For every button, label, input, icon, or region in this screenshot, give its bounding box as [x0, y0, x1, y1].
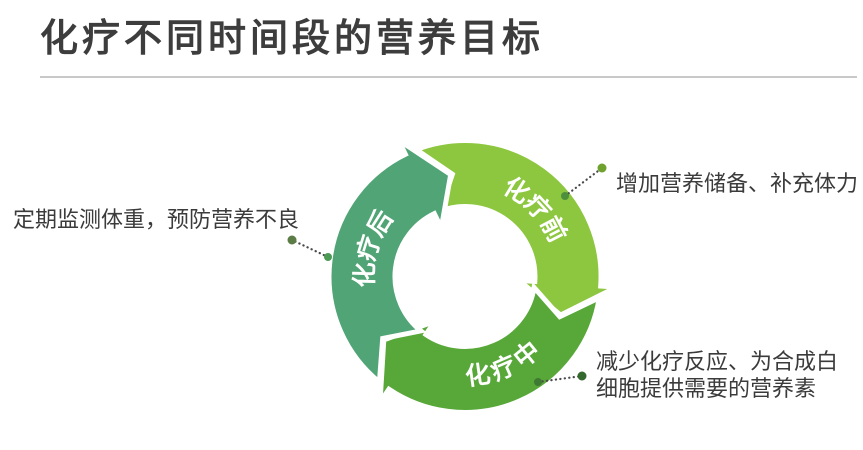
connector-post-dot-outer	[287, 235, 297, 245]
segment-post-arrow	[326, 132, 454, 388]
connector-post-dot-inner	[324, 253, 332, 261]
annotation-during-chemo: 减少化疗反应、为合成白细胞提供需要的营养素	[596, 349, 839, 401]
slide-title: 化疗不同时间段的营养目标	[40, 18, 545, 60]
connector-pre-line	[563, 166, 604, 198]
connector-post-line	[290, 238, 330, 259]
annotation-after-chemo: 定期监测体重，预防营养不良	[13, 207, 300, 232]
connector-during-line	[536, 374, 584, 384]
connector-during-dot-inner	[534, 378, 542, 386]
annotation-before-chemo: 增加营养储备、补充体力	[616, 171, 859, 196]
connector-pre-dot-outer	[597, 163, 607, 173]
segment-pre-arrow	[410, 137, 626, 319]
title-underline	[40, 76, 857, 78]
segment-during-arrow	[376, 281, 603, 415]
connector-pre-dot-inner	[561, 192, 569, 200]
connector-during-dot-outer	[577, 371, 587, 381]
